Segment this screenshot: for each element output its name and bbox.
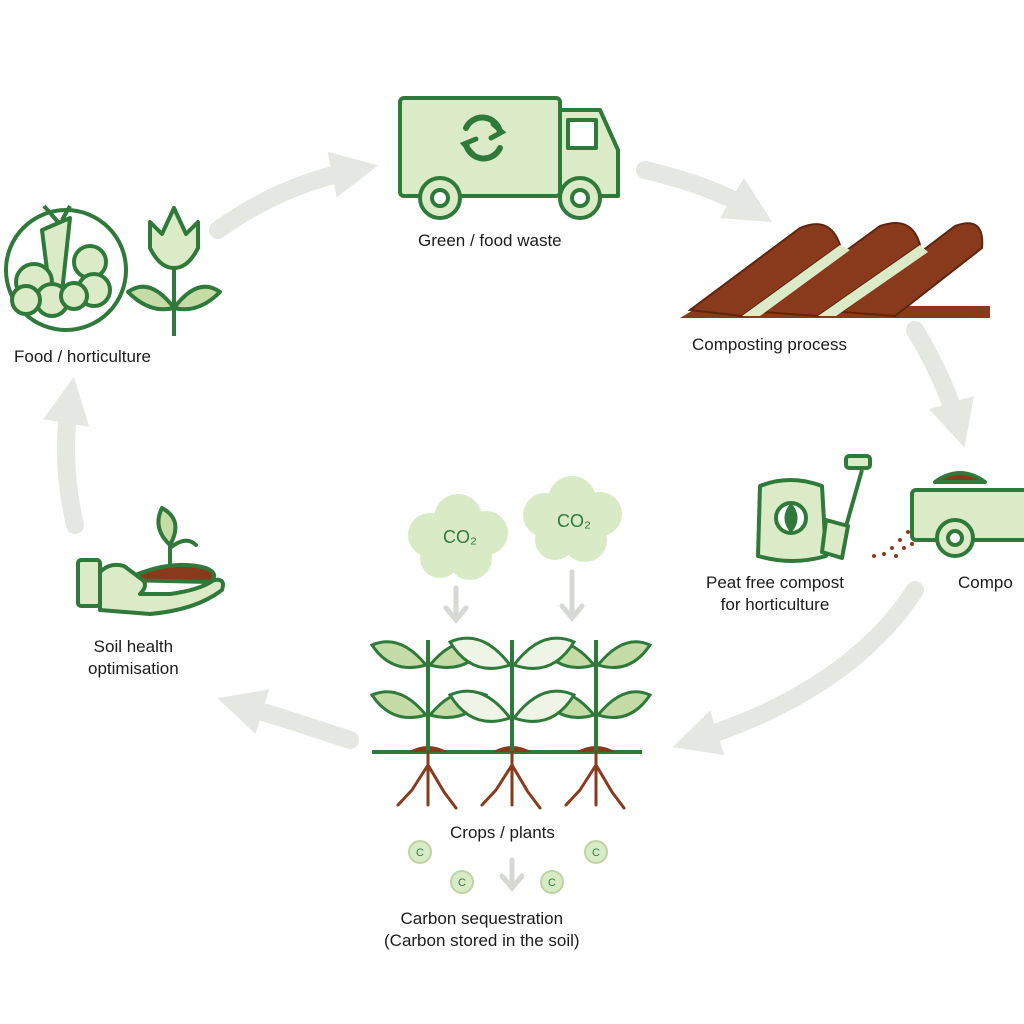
composting-label: Composting process	[692, 335, 847, 354]
food-label: Food / horticulture	[14, 347, 152, 366]
carbon-marker	[408, 840, 432, 864]
carbon-markers	[408, 840, 608, 894]
spreading-particles	[872, 530, 914, 558]
soil-health-label-line2: optimisation	[88, 659, 179, 678]
compost-spreader-label: Compo	[958, 573, 1013, 592]
arrow-crops-to-soil	[217, 689, 359, 749]
co2-label: CO₂	[557, 511, 591, 531]
recycle-icon	[459, 114, 507, 162]
carbon-marker	[540, 870, 564, 894]
co2-cloud-icon	[523, 476, 622, 562]
peat-free-label: Peat free compost for horticulture	[706, 572, 844, 616]
carbon-mark-label: C	[592, 847, 600, 859]
peat-free-label-line1: Peat free compost	[706, 573, 844, 592]
carbon-mark-label: C	[548, 877, 556, 889]
crop-plants-icon	[369, 636, 653, 810]
co2-label: CO₂	[443, 527, 477, 547]
carbon-label: Carbon sequestration (Carbon stored in t…	[384, 908, 580, 952]
hand-seedling-icon	[76, 506, 225, 616]
soil-health-label: Soil health optimisation	[88, 636, 179, 680]
crops-label: Crops / plants	[450, 823, 555, 842]
compost-spreader-icon	[910, 471, 1024, 558]
peat-free-label-line2: for horticulture	[720, 595, 830, 614]
vegetables-bowl-icon	[4, 204, 128, 332]
carbon-label-line2: (Carbon stored in the soil)	[384, 931, 580, 950]
compost-windrows-icon	[680, 222, 990, 318]
soil-health-label-line1: Soil health	[93, 637, 174, 656]
carbon-marker	[450, 870, 474, 894]
carbon-mark-label: C	[458, 877, 466, 889]
arrow-soil-to-food	[43, 376, 90, 534]
arrow-food-to-waste	[209, 151, 378, 239]
cycle-arrows	[43, 151, 974, 756]
carbon-mark-label: C	[416, 847, 424, 859]
co2-down-arrows	[443, 569, 585, 892]
carbon-label-line1: Carbon sequestration	[400, 909, 564, 928]
carbon-marker	[584, 840, 608, 864]
co2-cloud-icon	[408, 494, 508, 580]
tulip-icon	[126, 206, 222, 336]
arrow-composting-to-products	[906, 321, 974, 448]
truck-icon	[398, 96, 620, 220]
arrow-products-to-crops	[672, 581, 924, 756]
waste-label: Green / food waste	[418, 231, 562, 250]
compost-bag-icon	[756, 454, 872, 563]
arrow-waste-to-composting	[636, 161, 773, 222]
